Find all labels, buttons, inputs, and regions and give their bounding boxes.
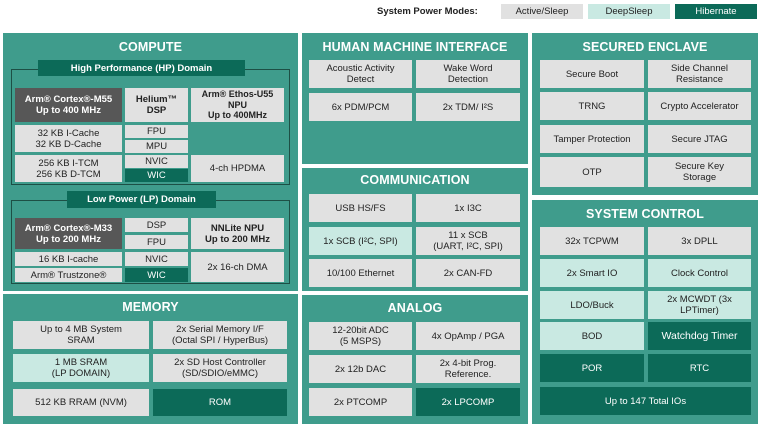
cortex-m55-core: Arm® Cortex®-M55 Up to 400 MHz [15, 88, 122, 122]
hp-tcm: 256 KB I-TCM 256 KB D-TCM [15, 155, 122, 182]
system-control-title: SYSTEM CONTROL [585, 207, 705, 221]
lp-fpu: FPU [125, 235, 188, 249]
hmi-section: HUMAN MACHINE INTERFACE Acoustic Activit… [302, 33, 528, 164]
tdm-i2s: 2x TDM/ I²S [416, 93, 520, 121]
hp-nvic: NVIC [125, 155, 188, 168]
dac: 2x 12b DAC [309, 355, 412, 383]
legend-deepsleep: DeepSleep [588, 4, 670, 19]
rom: ROM [153, 389, 287, 416]
tamper-protection: Tamper Protection [540, 125, 644, 153]
secure-boot: Secure Boot [540, 60, 644, 88]
prog-reference: 2x 4-bit Prog. Reference. [416, 355, 520, 383]
watchdog-timer: Watchdog Timer [648, 322, 751, 350]
hpdma: 4-ch HPDMA [191, 155, 284, 182]
bod: BOD [540, 322, 644, 350]
lp-wic: WIC [125, 268, 188, 282]
arm-trustzone: Arm® Trustzone® [15, 268, 122, 282]
pdm-pcm: 6x PDM/PCM [309, 93, 412, 121]
legend-active-sleep: Active/Sleep [501, 4, 583, 19]
lp-dma: 2x 16-ch DMA [191, 252, 284, 282]
lpcomp: 2x LPCOMP [416, 388, 520, 416]
smart-io: 2x Smart IO [540, 259, 644, 287]
legend-hibernate: Hibernate [675, 4, 757, 19]
sd-host-controller: 2x SD Host Controller (SD/SDIO/eMMC) [153, 354, 287, 382]
memory-title: MEMORY [122, 300, 179, 314]
lp-dsp: DSP [125, 218, 188, 232]
system-control-section: SYSTEM CONTROL 32x TCPWM 3x DPLL 2x Smar… [532, 200, 758, 424]
hp-icache-dcache: 32 KB I-Cache 32 KB D-Cache [15, 125, 122, 152]
analog-title: ANALOG [387, 301, 443, 315]
secure-key-storage: Secure Key Storage [648, 157, 751, 187]
crypto-accelerator: Crypto Accelerator [648, 92, 751, 120]
rram-nvm: 512 KB RRAM (NVM) [13, 389, 149, 416]
dpll: 3x DPLL [648, 227, 751, 255]
clock-control: Clock Control [648, 259, 751, 287]
hp-wic: WIC [125, 169, 188, 182]
hp-fpu: FPU [125, 125, 188, 138]
cortex-m33-core: Arm® Cortex®-M33 Up to 200 MHz [15, 218, 122, 249]
analog-section: ANALOG 12-20bit ADC (5 MSPS) 4x OpAmp / … [302, 295, 528, 424]
can-fd: 2x CAN-FD [416, 259, 520, 287]
communication-section: COMMUNICATION USB HS/FS 1x I3C 1x SCB (I… [302, 168, 528, 291]
ethernet: 10/100 Ethernet [309, 259, 412, 287]
trng: TRNG [540, 92, 644, 120]
scb-11x: 11 x SCB (UART, I²C, SPI) [416, 227, 520, 255]
tcpwm: 32x TCPWM [540, 227, 644, 255]
secured-enclave-section: SECURED ENCLAVE Secure Boot Side Channel… [532, 33, 758, 195]
i3c: 1x I3C [416, 194, 520, 222]
rtc: RTC [648, 354, 751, 382]
secure-jtag: Secure JTAG [648, 125, 751, 153]
secured-enclave-title: SECURED ENCLAVE [582, 40, 708, 54]
hp-domain-title: High Performance (HP) Domain [38, 60, 245, 76]
total-ios: Up to 147 Total IOs [540, 387, 751, 415]
lp-sram: 1 MB SRAM (LP DOMAIN) [13, 354, 149, 382]
hmi-title: HUMAN MACHINE INTERFACE [322, 40, 508, 54]
compute-title: COMPUTE [118, 40, 183, 54]
ethos-u55-npu: Arm® Ethos-U55 NPU Up to 400MHz [191, 88, 284, 122]
side-channel-resistance: Side Channel Resistance [648, 60, 751, 88]
mcwdt-lptimer: 2x MCWDT (3x LPTimer) [648, 291, 751, 319]
acoustic-activity-detect: Acoustic Activity Detect [309, 60, 412, 88]
communication-title: COMMUNICATION [360, 173, 470, 187]
serial-memory-if: 2x Serial Memory I/F (Octal SPI / HyperB… [153, 321, 287, 349]
lp-domain-title: Low Power (LP) Domain [67, 191, 216, 208]
wake-word-detection: Wake Word Detection [416, 60, 520, 88]
usb-hs-fs: USB HS/FS [309, 194, 412, 222]
legend-title: System Power Modes: [377, 6, 478, 17]
adc: 12-20bit ADC (5 MSPS) [309, 322, 412, 350]
system-sram: Up to 4 MB System SRAM [13, 321, 149, 349]
hp-mpu: MPU [125, 140, 188, 153]
opamp-pga: 4x OpAmp / PGA [416, 322, 520, 350]
por: POR [540, 354, 644, 382]
memory-section: MEMORY Up to 4 MB System SRAM 2x Serial … [3, 294, 298, 424]
nnlite-npu: NNLite NPU Up to 200 MHz [191, 218, 284, 249]
ldo-buck: LDO/Buck [540, 291, 644, 319]
lp-icache: 16 KB I-cache [15, 252, 122, 266]
lp-nvic: NVIC [125, 252, 188, 266]
otp: OTP [540, 157, 644, 187]
helium-dsp: Helium™ DSP [125, 88, 188, 122]
compute-section: COMPUTE High Performance (HP) Domain Arm… [3, 33, 298, 291]
ptcomp: 2x PTCOMP [309, 388, 412, 416]
scb-1x: 1x SCB (I²C, SPI) [309, 227, 412, 255]
